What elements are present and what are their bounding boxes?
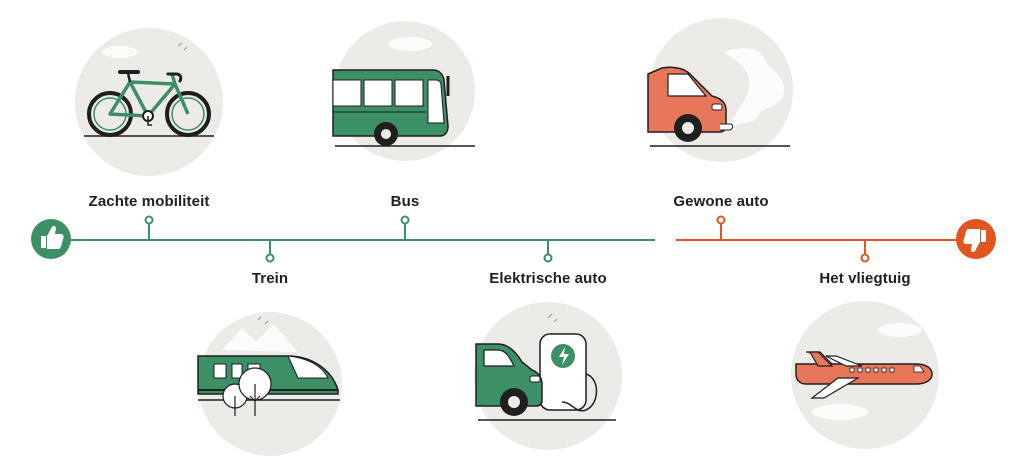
- label-soft-mobility: Zachte mobiliteit: [88, 193, 210, 210]
- tick-airplane: [860, 240, 870, 263]
- tick-bus: [400, 215, 410, 240]
- bicycle-illustration: [75, 28, 223, 176]
- train-illustration: [197, 312, 342, 456]
- tick-electric-car: [543, 240, 553, 263]
- tick-soft-mobility: [144, 215, 154, 240]
- thumbs-up-icon: [31, 219, 71, 259]
- tick-regular-car: [716, 215, 726, 240]
- timeline: [31, 215, 996, 263]
- label-bus: Bus: [390, 193, 420, 210]
- airplane-illustration: [791, 301, 939, 449]
- label-regular-car: Gewone auto: [673, 193, 769, 210]
- bus-illustration: [332, 21, 475, 161]
- tick-train: [265, 240, 275, 263]
- regular-car-illustration: [647, 18, 793, 162]
- thumbs-down-icon: [956, 219, 996, 259]
- label-airplane: Het vliegtuig: [819, 270, 911, 287]
- label-electric-car: Elektrische auto: [489, 270, 607, 287]
- label-train: Trein: [251, 270, 289, 287]
- electric-car-illustration: [474, 302, 622, 450]
